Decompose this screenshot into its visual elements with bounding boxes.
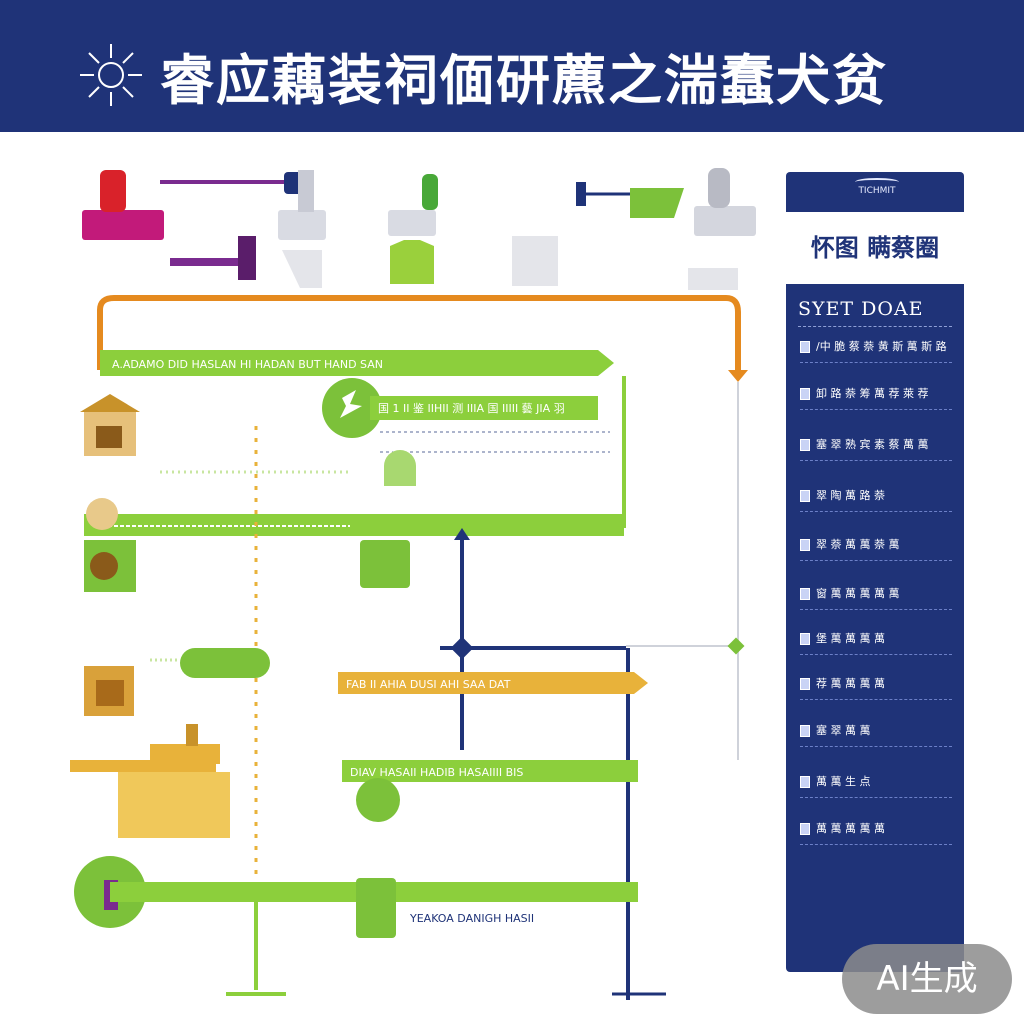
panel-item: 萬 萬 萬 萬 萬 (800, 820, 952, 845)
panel-divider (800, 844, 952, 845)
panel-title: 怀图 瞒蔡圈 (786, 212, 964, 284)
bar-label-3: FAB II AHIA DUSI AHI SAA DAT (346, 678, 511, 691)
hut-icon (80, 394, 140, 456)
jacket-icon (388, 174, 558, 286)
bullet-icon (800, 678, 810, 690)
bullet-icon (800, 388, 810, 400)
bullet-icon (800, 633, 810, 645)
panel-logo: TICHMIT (852, 178, 902, 198)
panel-divider (800, 409, 952, 410)
bullet-icon (800, 725, 810, 737)
panel-item-label: 窗 萬 萬 萬 萬 萬 (816, 587, 900, 600)
bullet-icon (800, 341, 810, 353)
bullet-icon (800, 490, 810, 502)
panel-item-label: 萬 萬 生 点 (816, 775, 871, 788)
ai-generated-badge: AI生成 (842, 944, 1012, 1014)
factory-icon (70, 724, 230, 838)
panel-item-label: 堡 萬 萬 萬 萬 (816, 632, 885, 645)
bag-icon (360, 450, 416, 588)
panel-item: 翠 陶 萬 路 萘 (800, 487, 952, 512)
panel-item: 翠 萘 萬 萬 萘 萬 (800, 536, 952, 561)
paddle-icon (576, 182, 684, 218)
panel-item: 塞 翠 萬 萬 (800, 722, 952, 747)
panel-divider (800, 511, 952, 512)
page-title: 睿应藕装祠偭研藨之湍蠢犬贫 (160, 48, 888, 112)
bowl-icon (356, 778, 400, 822)
header-banner: 睿应藕装祠偭研藨之湍蠢犬贫 (0, 0, 1024, 132)
bullet-icon (800, 823, 810, 835)
panel-divider (800, 362, 952, 363)
panel-subtitle: SYET DOAE (798, 298, 952, 327)
panel-item-label: 卸 路 萘 筹 萬 荐 萊 荐 (816, 387, 929, 400)
bar-label-5: YEAKOA DANIGH HASII (409, 912, 534, 925)
panel-item: 窗 萬 萬 萬 萬 萬 (800, 585, 952, 610)
panel-item-label: 萬 萬 萬 萬 萬 (816, 822, 885, 835)
panel-item: 卸 路 萘 筹 萬 荐 萊 荐 (800, 385, 952, 410)
panel-divider (800, 609, 952, 610)
panel-divider (800, 797, 952, 798)
bullet-icon (800, 439, 810, 451)
panel-item: /中 脆 蔡 萘 黄 斯 萬 斯 路 (800, 338, 952, 363)
panel-item-label: 荐 萬 萬 萬 萬 (816, 677, 885, 690)
panel-divider (800, 746, 952, 747)
panel-item: 塞 翠 熟 宾 素 蔡 萬 萬 (800, 436, 952, 461)
panel-divider (800, 699, 952, 700)
panel-item-label: 塞 翠 熟 宾 素 蔡 萬 萬 (816, 438, 929, 451)
panel-divider (800, 654, 952, 655)
panel-item: 荐 萬 萬 萬 萬 (800, 675, 952, 700)
process-diagram: A.ADAMO DID HASLAN HI HADAN BUT HAND SAN… (70, 168, 756, 1000)
bullet-icon (800, 776, 810, 788)
panel-logo-text: TICHMIT (858, 186, 896, 196)
sink-icon (688, 168, 756, 290)
lamp-icon (170, 170, 326, 288)
panel-list: /中 脆 蔡 萘 黄 斯 萬 斯 路卸 路 萘 筹 萬 荐 萊 荐塞 翠 熟 宾… (800, 332, 952, 845)
panel-item-label: /中 脆 蔡 萘 黄 斯 萬 斯 路 (816, 340, 947, 353)
bullet-icon (800, 588, 810, 600)
bar-label-1: A.ADAMO DID HASLAN HI HADAN BUT HAND SAN (112, 358, 383, 371)
bullet-icon (800, 539, 810, 551)
legend-panel: TICHMIT 怀图 瞒蔡圈 SYET DOAE /中 脆 蔡 萘 黄 斯 萬 … (786, 172, 964, 972)
bar-label-4: DIAV HASAII HADIB HASAIIII BIS (350, 766, 523, 779)
sun-emblem-icon (80, 44, 142, 106)
green-pill (180, 648, 270, 678)
roof-icon (855, 178, 899, 186)
panel-item: 堡 萬 萬 萬 萬 (800, 630, 952, 655)
panel-divider (800, 560, 952, 561)
tap-icon (82, 170, 304, 240)
panel-item-label: 塞 翠 萬 萬 (816, 724, 871, 737)
panel-item-label: 翠 萘 萬 萬 萘 萬 (816, 538, 900, 551)
panel-divider (800, 460, 952, 461)
bar-label-2: 国 1 II 鉴 IIHII 测 IIIA 国 IIIII 藝 JIA 羽 (378, 402, 565, 415)
house-icon (84, 666, 134, 716)
panel-item-label: 翠 陶 萬 路 萘 (816, 489, 885, 502)
monkey-icon (84, 498, 136, 592)
panel-item: 萬 萬 生 点 (800, 773, 952, 798)
